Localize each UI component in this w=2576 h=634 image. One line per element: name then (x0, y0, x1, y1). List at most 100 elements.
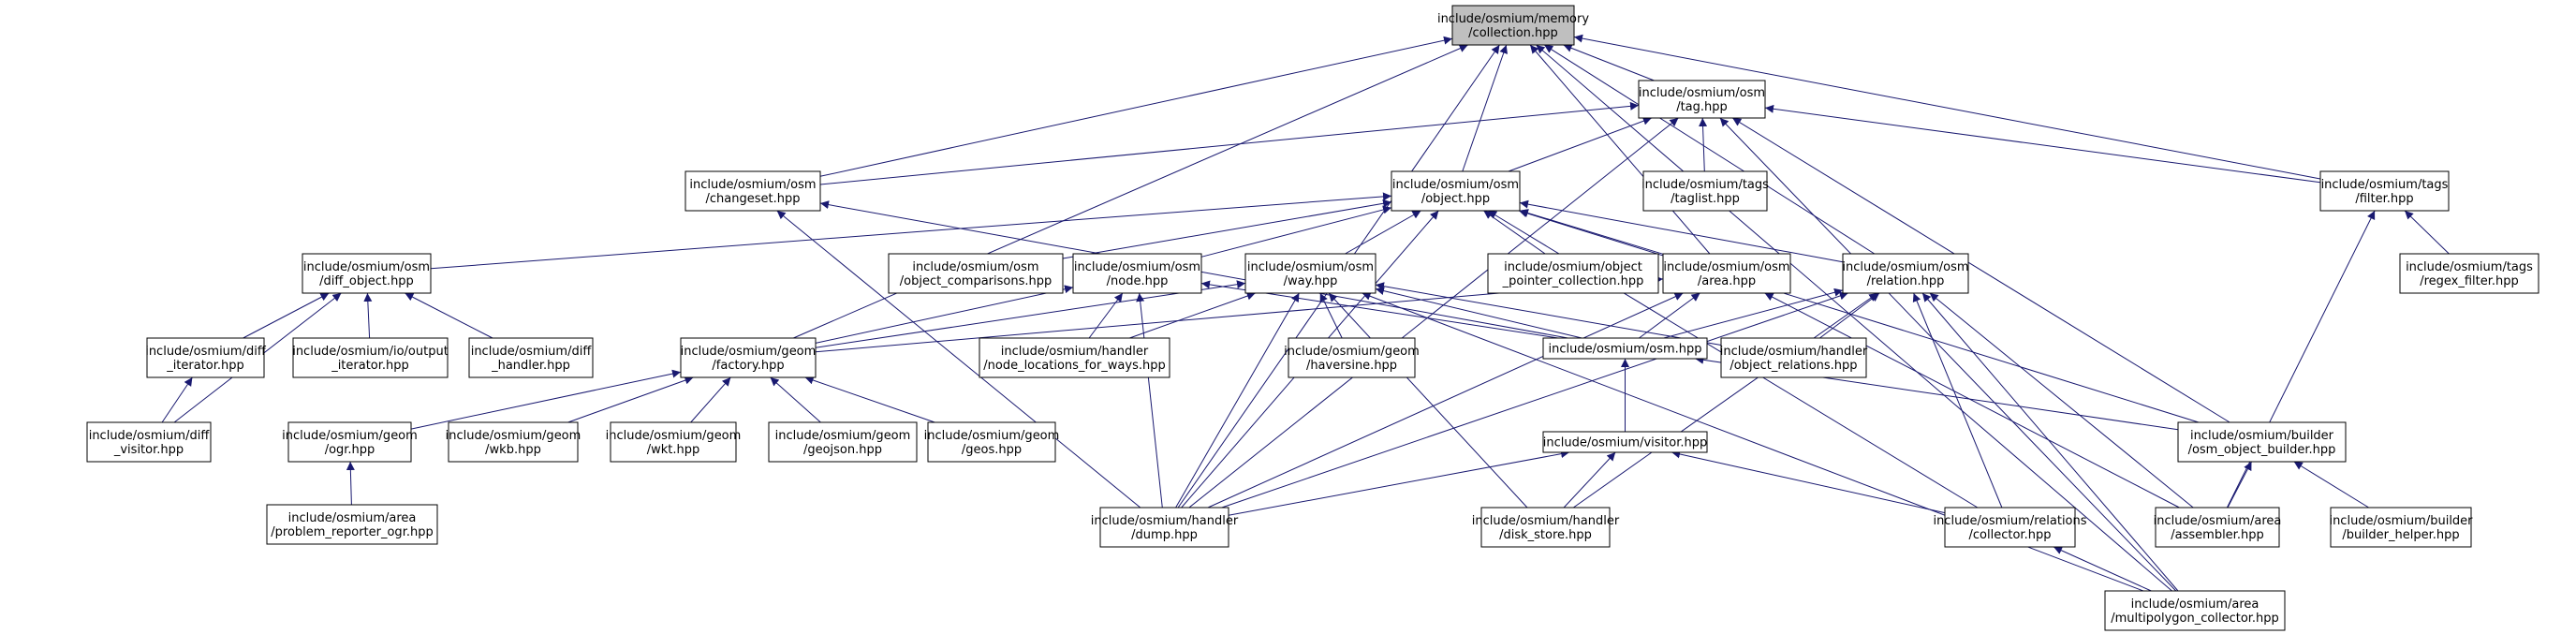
node-label-line: include/osmium/handler (1001, 345, 1149, 359)
node-label-line: /node_locations_for_ways.hpp (983, 359, 1166, 373)
edge-multipolygon-collector-to-relations-collector (2053, 546, 2152, 592)
node-box (146, 337, 265, 378)
node-box (1391, 170, 1521, 212)
edge-geom-wkb-to-geom-factory (567, 376, 694, 423)
node-output-iterator[interactable]: include/osmium/io/output_iterator.hpp (292, 337, 449, 378)
node-label-line: include/osmium/handler (1720, 345, 1868, 359)
node-box (2177, 421, 2347, 463)
node-object-relations[interactable]: include/osmium/handler/object_relations.… (1720, 337, 1868, 378)
node-box (1542, 431, 1708, 453)
node-area[interactable]: include/osmium/osm/area.hpp (1662, 253, 1791, 294)
edge-node-locations-to-node (1088, 292, 1124, 339)
node-relation[interactable]: include/osmium/osm/relation.hpp (1842, 253, 1969, 294)
node-visitor[interactable]: include/osmium/visitor.hpp (1542, 431, 1708, 453)
node-problem-reporter-ogr[interactable]: include/osmium/area/problem_reporter_ogr… (266, 504, 438, 545)
node-haversine[interactable]: include/osmium/geom/haversine.hpp (1284, 337, 1420, 378)
node-box (1487, 253, 1659, 294)
node-dump[interactable]: include/osmium/handler/dump.hpp (1091, 507, 1239, 548)
node-osm-object-builder[interactable]: include/osmium/builder/osm_object_builde… (2177, 421, 2347, 463)
node-collection: include/osmium/memory/collection.hpp (1437, 5, 1589, 46)
node-geom-geos[interactable]: include/osmium/geom/geos.hpp (924, 421, 1060, 463)
node-taglist[interactable]: include/osmium/tags/taglist.hpp (1641, 170, 1769, 212)
node-diff-iterator[interactable]: include/osmium/diff_iterator.hpp (145, 337, 267, 378)
node-label-line: include/osmium/handler (1472, 514, 1620, 528)
node-label-line: /diff_object.hpp (319, 274, 414, 288)
node-label-line: _iterator.hpp (166, 359, 244, 373)
node-geom-wkb[interactable]: include/osmium/geom/wkb.hpp (446, 421, 581, 463)
node-tag[interactable]: include/osmium/osm/tag.hpp (1638, 80, 1766, 119)
node-osm-hpp[interactable]: include/osmium/osm.hpp (1542, 337, 1708, 360)
node-geom-ogr[interactable]: include/osmium/geom/ogr.hpp (282, 421, 418, 463)
node-disk-store[interactable]: include/osmium/handler/disk_store.hpp (1472, 507, 1620, 548)
edge-osm-object-builder-to-object (1518, 209, 2200, 423)
edge-output-iterator-to-diff-object (363, 292, 373, 339)
edge-taglist-to-tag (1699, 117, 1708, 172)
edge-dump-to-changeset (776, 210, 1141, 509)
node-box (86, 421, 212, 463)
node-node[interactable]: include/osmium/osm/node.hpp (1072, 253, 1202, 294)
node-node-locations[interactable]: include/osmium/handler/node_locations_fo… (979, 337, 1170, 378)
node-box (292, 337, 449, 378)
edge-tag-to-collection (1563, 44, 1655, 81)
node-geom-factory[interactable]: include/osmium/geom/factory.hpp (680, 337, 817, 378)
node-geom-wkt[interactable]: include/osmium/geom/wkt.hpp (606, 421, 742, 463)
node-object[interactable]: include/osmium/osm/object.hpp (1391, 170, 1521, 212)
node-label-line: include/osmium/osm (689, 178, 816, 192)
node-diff-handler[interactable]: include/osmium/diff_handler.hpp (468, 337, 594, 378)
node-box (610, 421, 737, 463)
node-label-line: /object.hpp (1421, 192, 1490, 206)
edge-node-to-object (1200, 205, 1392, 258)
edge-assembler-to-area (1764, 292, 2180, 509)
node-box (1244, 253, 1376, 294)
node-assembler[interactable]: include/osmium/area/assembler.hpp (2154, 507, 2282, 548)
node-box (287, 421, 412, 463)
edge-osm-hpp-to-area (1639, 292, 1700, 339)
edge-osm-hpp-to-way (1375, 287, 1582, 339)
node-box (2399, 253, 2539, 294)
node-box (1480, 507, 1611, 548)
node-diff-object[interactable]: include/osmium/osm/diff_object.hpp (302, 253, 432, 294)
node-box (302, 253, 432, 294)
node-box (1638, 80, 1766, 119)
edge-object-relations-to-way (1375, 282, 1722, 346)
node-box (1944, 507, 2076, 548)
node-label-line: include/osmium/geom (681, 345, 817, 359)
node-builder-helper[interactable]: include/osmium/builder/builder_helper.hp… (2329, 507, 2473, 548)
edge-regex-filter-to-tags-filter (2404, 210, 2450, 255)
node-label-line: /way.hpp (1284, 274, 1338, 288)
node-label-line: /haversine.hpp (1306, 359, 1397, 373)
node-regex-filter[interactable]: include/osmium/tags/regex_filter.hpp (2399, 253, 2539, 294)
edge-area-to-collection (1529, 44, 1711, 255)
node-label-line: /factory.hpp (712, 359, 784, 373)
edge-geom-geos-to-geom-factory (804, 376, 935, 423)
node-label-line: _handler.hpp (491, 359, 570, 373)
node-box (1720, 337, 1867, 378)
node-label-line: /problem_reporter_ogr.hpp (271, 525, 433, 539)
edge-builder-helper-to-osm-object-builder (2293, 461, 2369, 509)
node-label-line: include/osmium/osm (1074, 260, 1200, 274)
node-changeset[interactable]: include/osmium/osm/changeset.hpp (684, 170, 821, 212)
node-tags-filter[interactable]: include/osmium/tags/filter.hpp (2319, 170, 2450, 212)
node-object-pointer-collection[interactable]: include/osmium/object_pointer_collection… (1487, 253, 1659, 294)
node-label-line: /assembler.hpp (2171, 528, 2263, 542)
node-label-line: include/osmium/osm.hpp (1548, 343, 1701, 357)
edge-tags-filter-to-collection (1573, 34, 2321, 180)
node-box (266, 504, 438, 545)
node-label-line: /dump.hpp (1131, 528, 1198, 542)
node-label-line: include/osmium/osm (1639, 86, 1765, 100)
node-multipolygon-collector[interactable]: include/osmium/area/multipolygon_collect… (2104, 590, 2286, 631)
node-label-line: include/osmium/memory (1437, 12, 1589, 26)
edge-object-comparisons-to-object (1062, 199, 1392, 259)
node-relations-collector[interactable]: include/osmium/relations/collector.hpp (1933, 507, 2087, 548)
node-label-line: /changeset.hpp (706, 192, 801, 206)
node-way[interactable]: include/osmium/osm/way.hpp (1244, 253, 1376, 294)
node-layer: include/osmium/memory/collection.hppincl… (86, 5, 2539, 631)
edge-geom-wkt-to-geom-factory (690, 376, 731, 423)
node-object-comparisons[interactable]: include/osmium/osm/object_comparisons.hp… (888, 253, 1064, 294)
node-geom-geojson[interactable]: include/osmium/geom/geojson.hpp (768, 421, 918, 463)
node-label-line: /builder_helper.hpp (2342, 528, 2459, 542)
node-diff-visitor[interactable]: include/osmium/diff_visitor.hpp (86, 421, 212, 463)
node-box (1288, 337, 1416, 378)
node-label-line: include/osmium/area (2131, 597, 2260, 612)
edge-dump-to-relation (1221, 291, 1848, 509)
